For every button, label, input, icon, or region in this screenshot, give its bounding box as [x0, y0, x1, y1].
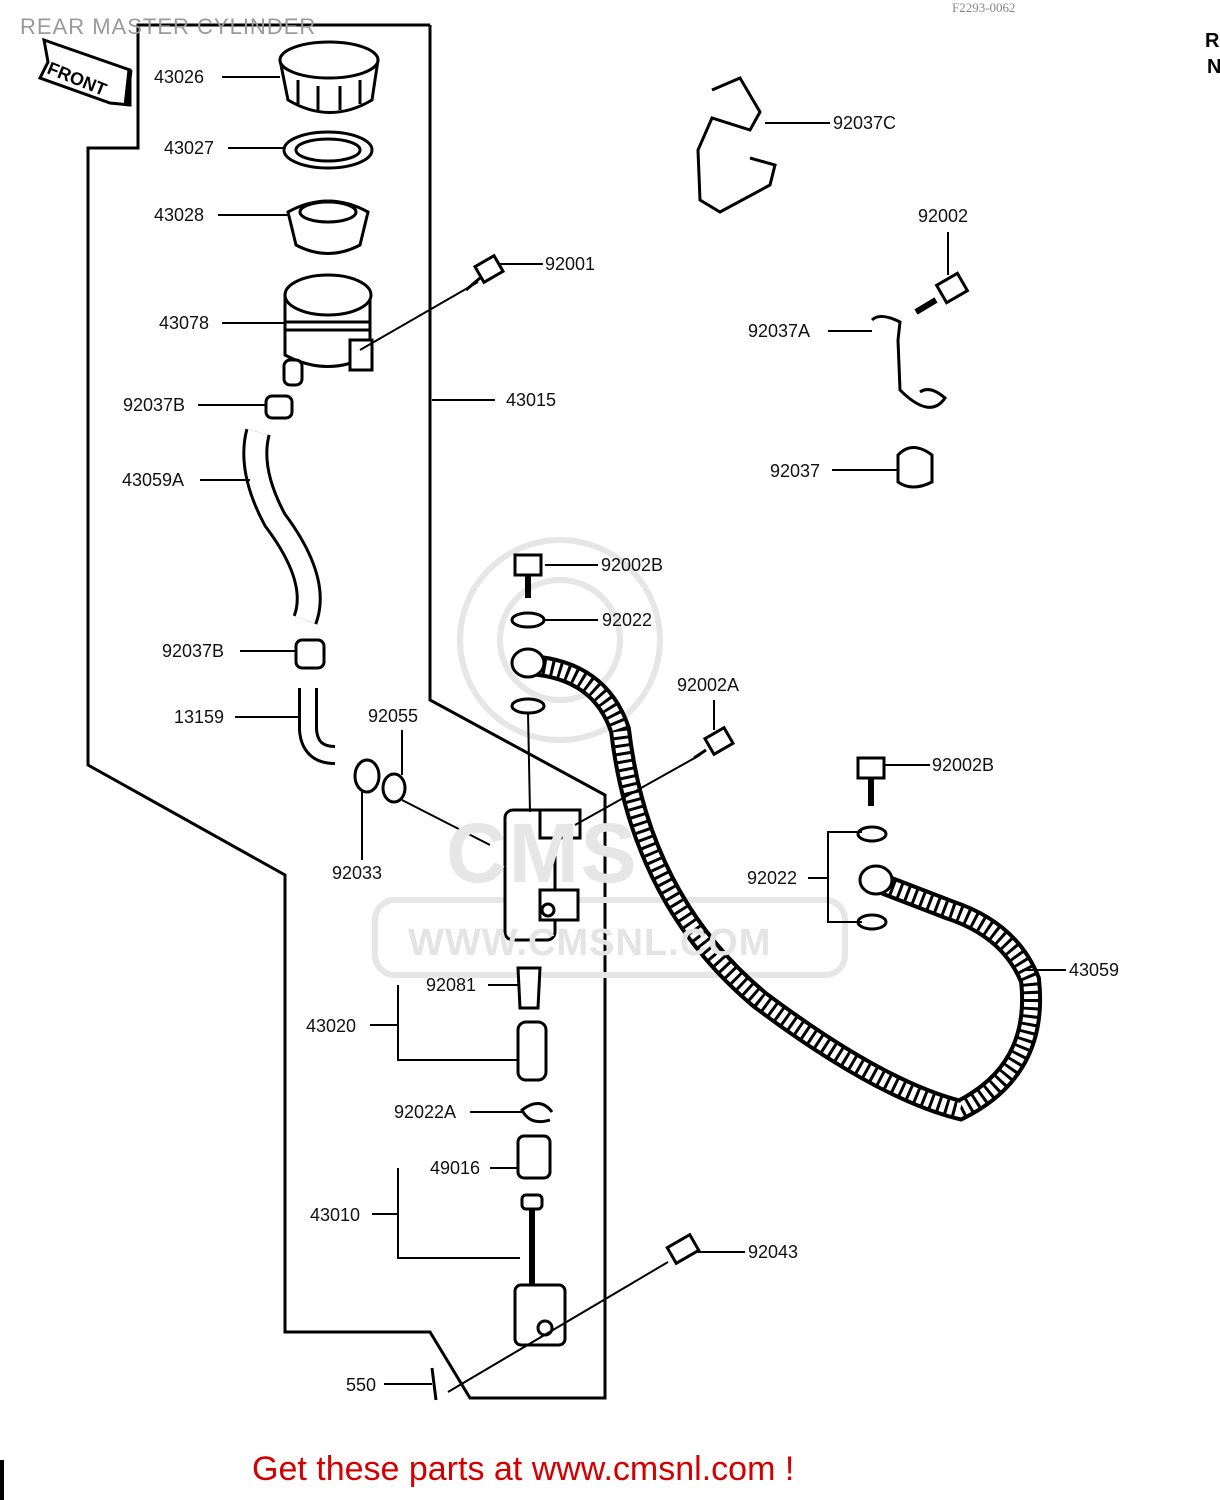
part-label-92037b-top[interactable]: 92037B — [123, 395, 186, 415]
banjo-bolt-upper — [513, 553, 543, 598]
part-label-92055[interactable]: 92055 — [368, 706, 419, 726]
leader-lines — [198, 76, 1066, 1385]
part-label-92043[interactable]: 92043 — [748, 1242, 799, 1262]
part-label-43028[interactable]: 43028 — [154, 205, 205, 225]
watermark-emblem — [372, 537, 848, 978]
banjo-bolt-right — [856, 756, 886, 806]
part-label-92022[interactable]: 92022 — [602, 610, 653, 630]
part-label-92081[interactable]: 92081 — [426, 975, 477, 995]
part-label-49016[interactable]: 49016 — [430, 1158, 481, 1178]
diagram-title: REAR MASTER CYLINDER — [20, 14, 317, 39]
part-label-43059[interactable]: 43059 — [1069, 960, 1120, 980]
part-label-92002b-upper[interactable]: 92002B — [601, 555, 664, 575]
watermark-url: WWW.CMSNL.COM — [408, 922, 772, 964]
part-label-43020[interactable]: 43020 — [306, 1016, 357, 1036]
bolt-92002 — [914, 271, 970, 315]
front-arrow-icon — [37, 37, 133, 107]
cotter-pin-550 — [430, 1367, 438, 1401]
ring-92033 — [353, 758, 381, 794]
diaphragm-plate — [282, 130, 374, 170]
part-label-92033[interactable]: 92033 — [332, 863, 383, 883]
clamp-92037B-top — [264, 394, 294, 420]
clamp-92037B-bottom — [294, 638, 326, 670]
part-label-92002a[interactable]: 92002A — [677, 675, 740, 695]
edge-bar — [0, 1460, 4, 1500]
part-label-92037a[interactable]: 92037A — [748, 321, 811, 341]
diaphragm — [286, 199, 370, 255]
oring-92055 — [381, 772, 407, 804]
piston-43020 — [516, 1020, 548, 1082]
reservoir — [282, 273, 374, 387]
part-label-92037b-bottom[interactable]: 92037B — [162, 641, 225, 661]
part-label-92002[interactable]: 92002 — [918, 206, 969, 226]
washer-right-upper — [856, 825, 888, 843]
part-label-43078[interactable]: 43078 — [159, 313, 210, 333]
part-label-43027[interactable]: 43027 — [164, 138, 215, 158]
part-label-92037c[interactable]: 92037C — [833, 113, 897, 133]
corner-text-2: N — [1207, 56, 1220, 78]
part-label-13159[interactable]: 13159 — [174, 707, 225, 727]
bolt-92002A — [693, 725, 736, 760]
boot-49016 — [516, 1134, 552, 1180]
part-label-92002b-right[interactable]: 92002B — [932, 755, 995, 775]
part-label-92022-right[interactable]: 92022 — [747, 868, 798, 888]
washer-right-lower — [856, 913, 888, 931]
watermark-logo: CMS — [446, 806, 639, 900]
hose-guide-92037A — [870, 315, 947, 409]
hose-clamp-92037C — [696, 76, 777, 214]
part-label-43015[interactable]: 43015 — [506, 390, 557, 410]
part-label-92001[interactable]: 92001 — [545, 254, 596, 274]
grommet-92037 — [896, 446, 934, 489]
part-label-92037[interactable]: 92037 — [770, 461, 821, 481]
part-label-43010[interactable]: 43010 — [310, 1205, 361, 1225]
part-label-92022a[interactable]: 92022A — [394, 1102, 457, 1122]
washer-lower — [510, 697, 546, 715]
pin-92043 — [665, 1232, 701, 1266]
footer-cta-link[interactable]: Get these parts at www.cmsnl.com ! — [252, 1450, 795, 1488]
pushrod-43010 — [513, 1193, 567, 1347]
part-label-43059a[interactable]: 43059A — [122, 470, 185, 490]
circlip-92022A — [520, 1102, 554, 1124]
part-label-43026[interactable]: 43026 — [154, 67, 205, 87]
spring-92081 — [516, 966, 542, 1010]
part-label-550[interactable]: 550 — [346, 1375, 377, 1395]
washer-upper — [510, 611, 546, 629]
corner-text-1: R — [1205, 30, 1220, 52]
assembly-outline — [86, 23, 607, 1400]
reservoir-cap — [278, 40, 380, 114]
reference-code: F2293-0062 — [952, 0, 1016, 15]
